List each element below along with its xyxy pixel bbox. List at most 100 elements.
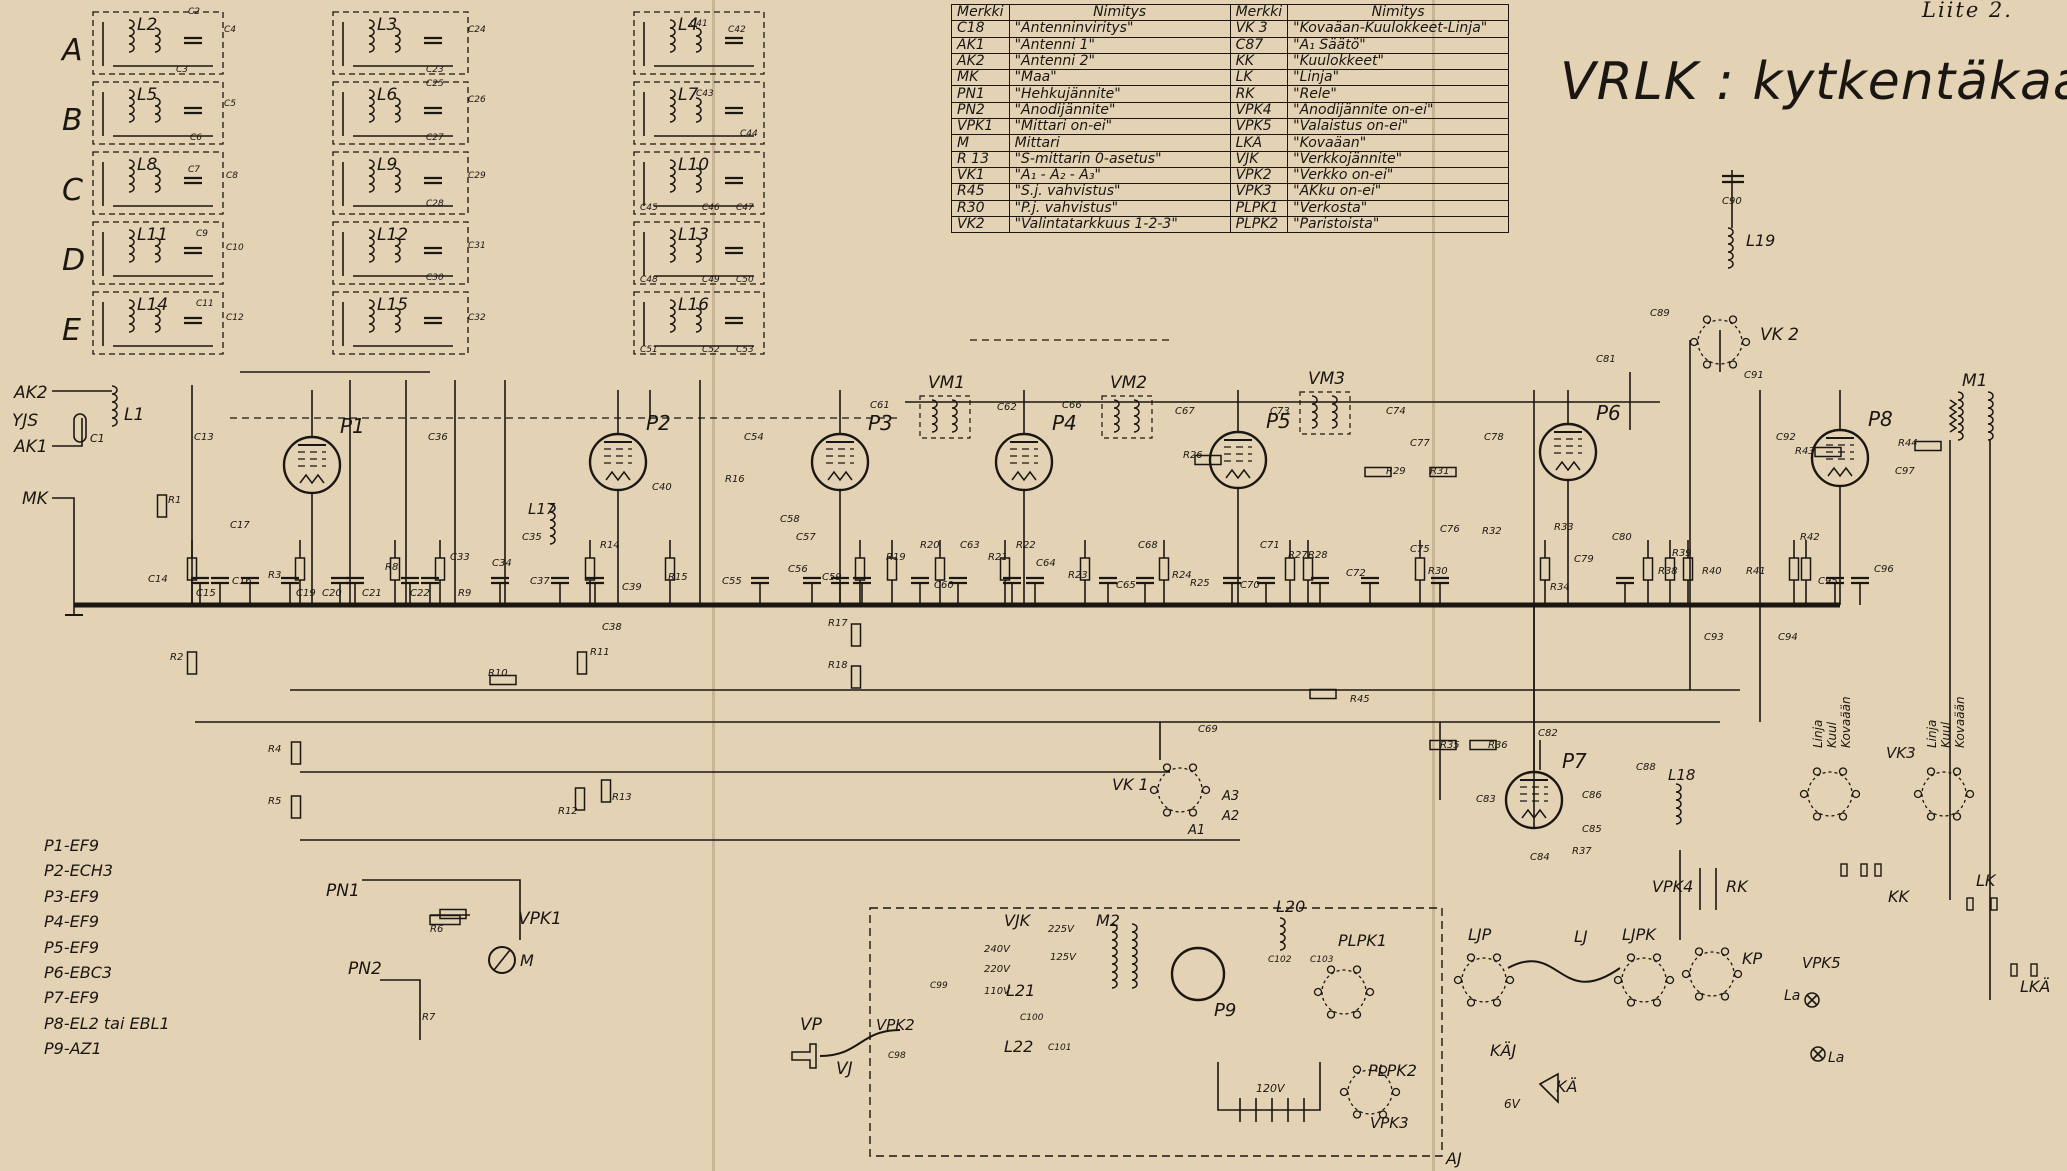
tube-cathode (1827, 466, 1853, 478)
capacitor-label: C85 (1582, 824, 1602, 835)
resistor (1309, 688, 1337, 700)
capacitor-label: C29 (468, 171, 486, 181)
switch-contact (1352, 1010, 1362, 1019)
coil-label: L16 (678, 295, 709, 315)
coil-label: L18 (1668, 766, 1695, 784)
voltage-label: 6V (1504, 1097, 1521, 1111)
capacitor-label: C68 (1138, 540, 1158, 551)
switch-contact (1728, 360, 1738, 369)
resistor-label: R3 (268, 570, 281, 581)
resistor (1642, 557, 1654, 581)
legend-name: "A₁ Säätö" (1287, 36, 1510, 54)
resistor (1800, 557, 1812, 581)
voltage-label: 220V (984, 964, 1011, 975)
tube-label: P7 (1562, 749, 1587, 773)
capacitor-label: C8 (226, 171, 238, 181)
connector-label: KÄJ (1490, 1041, 1516, 1060)
switch-contact (1812, 812, 1822, 821)
switch-contact (1926, 812, 1936, 821)
capacitor-label: C12 (226, 313, 244, 323)
capacitor-label: C51 (640, 345, 658, 355)
capacitor-label: C64 (1036, 558, 1056, 569)
capacitor-label: C79 (1574, 554, 1594, 565)
coil-label: L11 (137, 225, 168, 245)
connector-label: VP (800, 1015, 823, 1035)
switch-contact (1505, 975, 1515, 985)
switch-contact (1391, 1087, 1401, 1097)
switch-contact (1913, 789, 1923, 799)
tube-entry: P9-AZ1 (44, 1039, 102, 1059)
wire (1806, 994, 1818, 1006)
coil (1311, 395, 1318, 429)
terminal-post (1966, 897, 1974, 911)
legend-row: AK2"Antenni 2"KK"Kuulokkeet" (951, 52, 1510, 71)
capacitor-label: C40 (652, 482, 672, 493)
capacitor-label: C63 (960, 540, 980, 551)
coil (1948, 399, 1958, 433)
connector-label: LJP (1468, 925, 1492, 944)
connector-label: KÄ (1556, 1077, 1577, 1096)
switch-contact (1694, 947, 1704, 956)
capacitor-label: C82 (1538, 728, 1558, 739)
coil (669, 19, 676, 53)
legend-code: AK2 (951, 52, 1010, 71)
switch-contact (1689, 337, 1699, 347)
resistor (584, 557, 596, 581)
legend-row: PN2"Anodijännite"VPK4"Anodijännite on-ei… (951, 101, 1510, 120)
coil (368, 229, 375, 263)
switch-contact (1613, 975, 1623, 985)
coil-label: L17 (528, 500, 556, 518)
resistor-label: R12 (558, 806, 578, 817)
switch-contact (1378, 1065, 1388, 1074)
resistor-label: R19 (886, 552, 906, 563)
legend-name: "Mittari on-ei" (1008, 118, 1231, 136)
capacitor-label: C88 (1636, 762, 1656, 773)
switch-contact (1453, 975, 1463, 985)
voltage-label: 125V (1050, 952, 1077, 963)
legend-code: C87 (1229, 36, 1289, 54)
connector-label: AJ (1445, 1149, 1462, 1168)
if-transformer (1101, 395, 1153, 439)
resistor-label: R39 (1672, 548, 1692, 559)
tube-entry: P1-EF9 (44, 836, 100, 855)
coil (128, 159, 135, 193)
capacitor-label: C6 (190, 133, 202, 143)
legend-code: VPK4 (1229, 101, 1289, 120)
connector-label: VJ (836, 1059, 853, 1079)
terminal-post (1874, 863, 1882, 877)
coil-label: L14 (137, 295, 168, 315)
coil (154, 167, 161, 193)
resistor-label: R5 (268, 796, 281, 807)
terminal-post (1990, 897, 1998, 911)
switch-position-label: Kovaään (1953, 696, 1967, 748)
resistor (429, 914, 461, 926)
legend-name: "Valintatarkkuus 1-2-3" (1008, 215, 1231, 234)
band-label: A (60, 33, 83, 68)
switch-label: VPK1 (518, 909, 562, 929)
switch-label: VPK5 (1802, 954, 1841, 972)
switch-contact (1728, 315, 1738, 324)
coil (951, 399, 958, 433)
resistor-label: R26 (1183, 450, 1203, 461)
resistor-label: R38 (1658, 566, 1678, 577)
capacitor-label: C22 (410, 588, 430, 599)
capacitor-label: C56 (788, 564, 808, 575)
coil-box (332, 151, 469, 215)
coil-box (332, 221, 469, 285)
resistor-label: R21 (988, 552, 1008, 563)
coil (368, 159, 375, 193)
resistor-label: R9 (458, 588, 471, 599)
coil-l20 (1279, 917, 1286, 951)
coil-box (92, 151, 224, 215)
coil (368, 89, 375, 123)
capacitor-label: C44 (740, 129, 758, 139)
meter-m (488, 946, 516, 974)
switch-contact (1352, 965, 1362, 974)
legend-name: "Verkkojännite" (1287, 150, 1510, 168)
switch-contact (1365, 987, 1375, 997)
capacitor-label: C14 (148, 574, 168, 585)
coil (695, 97, 702, 123)
resistor (1682, 557, 1694, 581)
capacitor-label: C24 (468, 25, 486, 35)
coil-box (92, 81, 224, 145)
